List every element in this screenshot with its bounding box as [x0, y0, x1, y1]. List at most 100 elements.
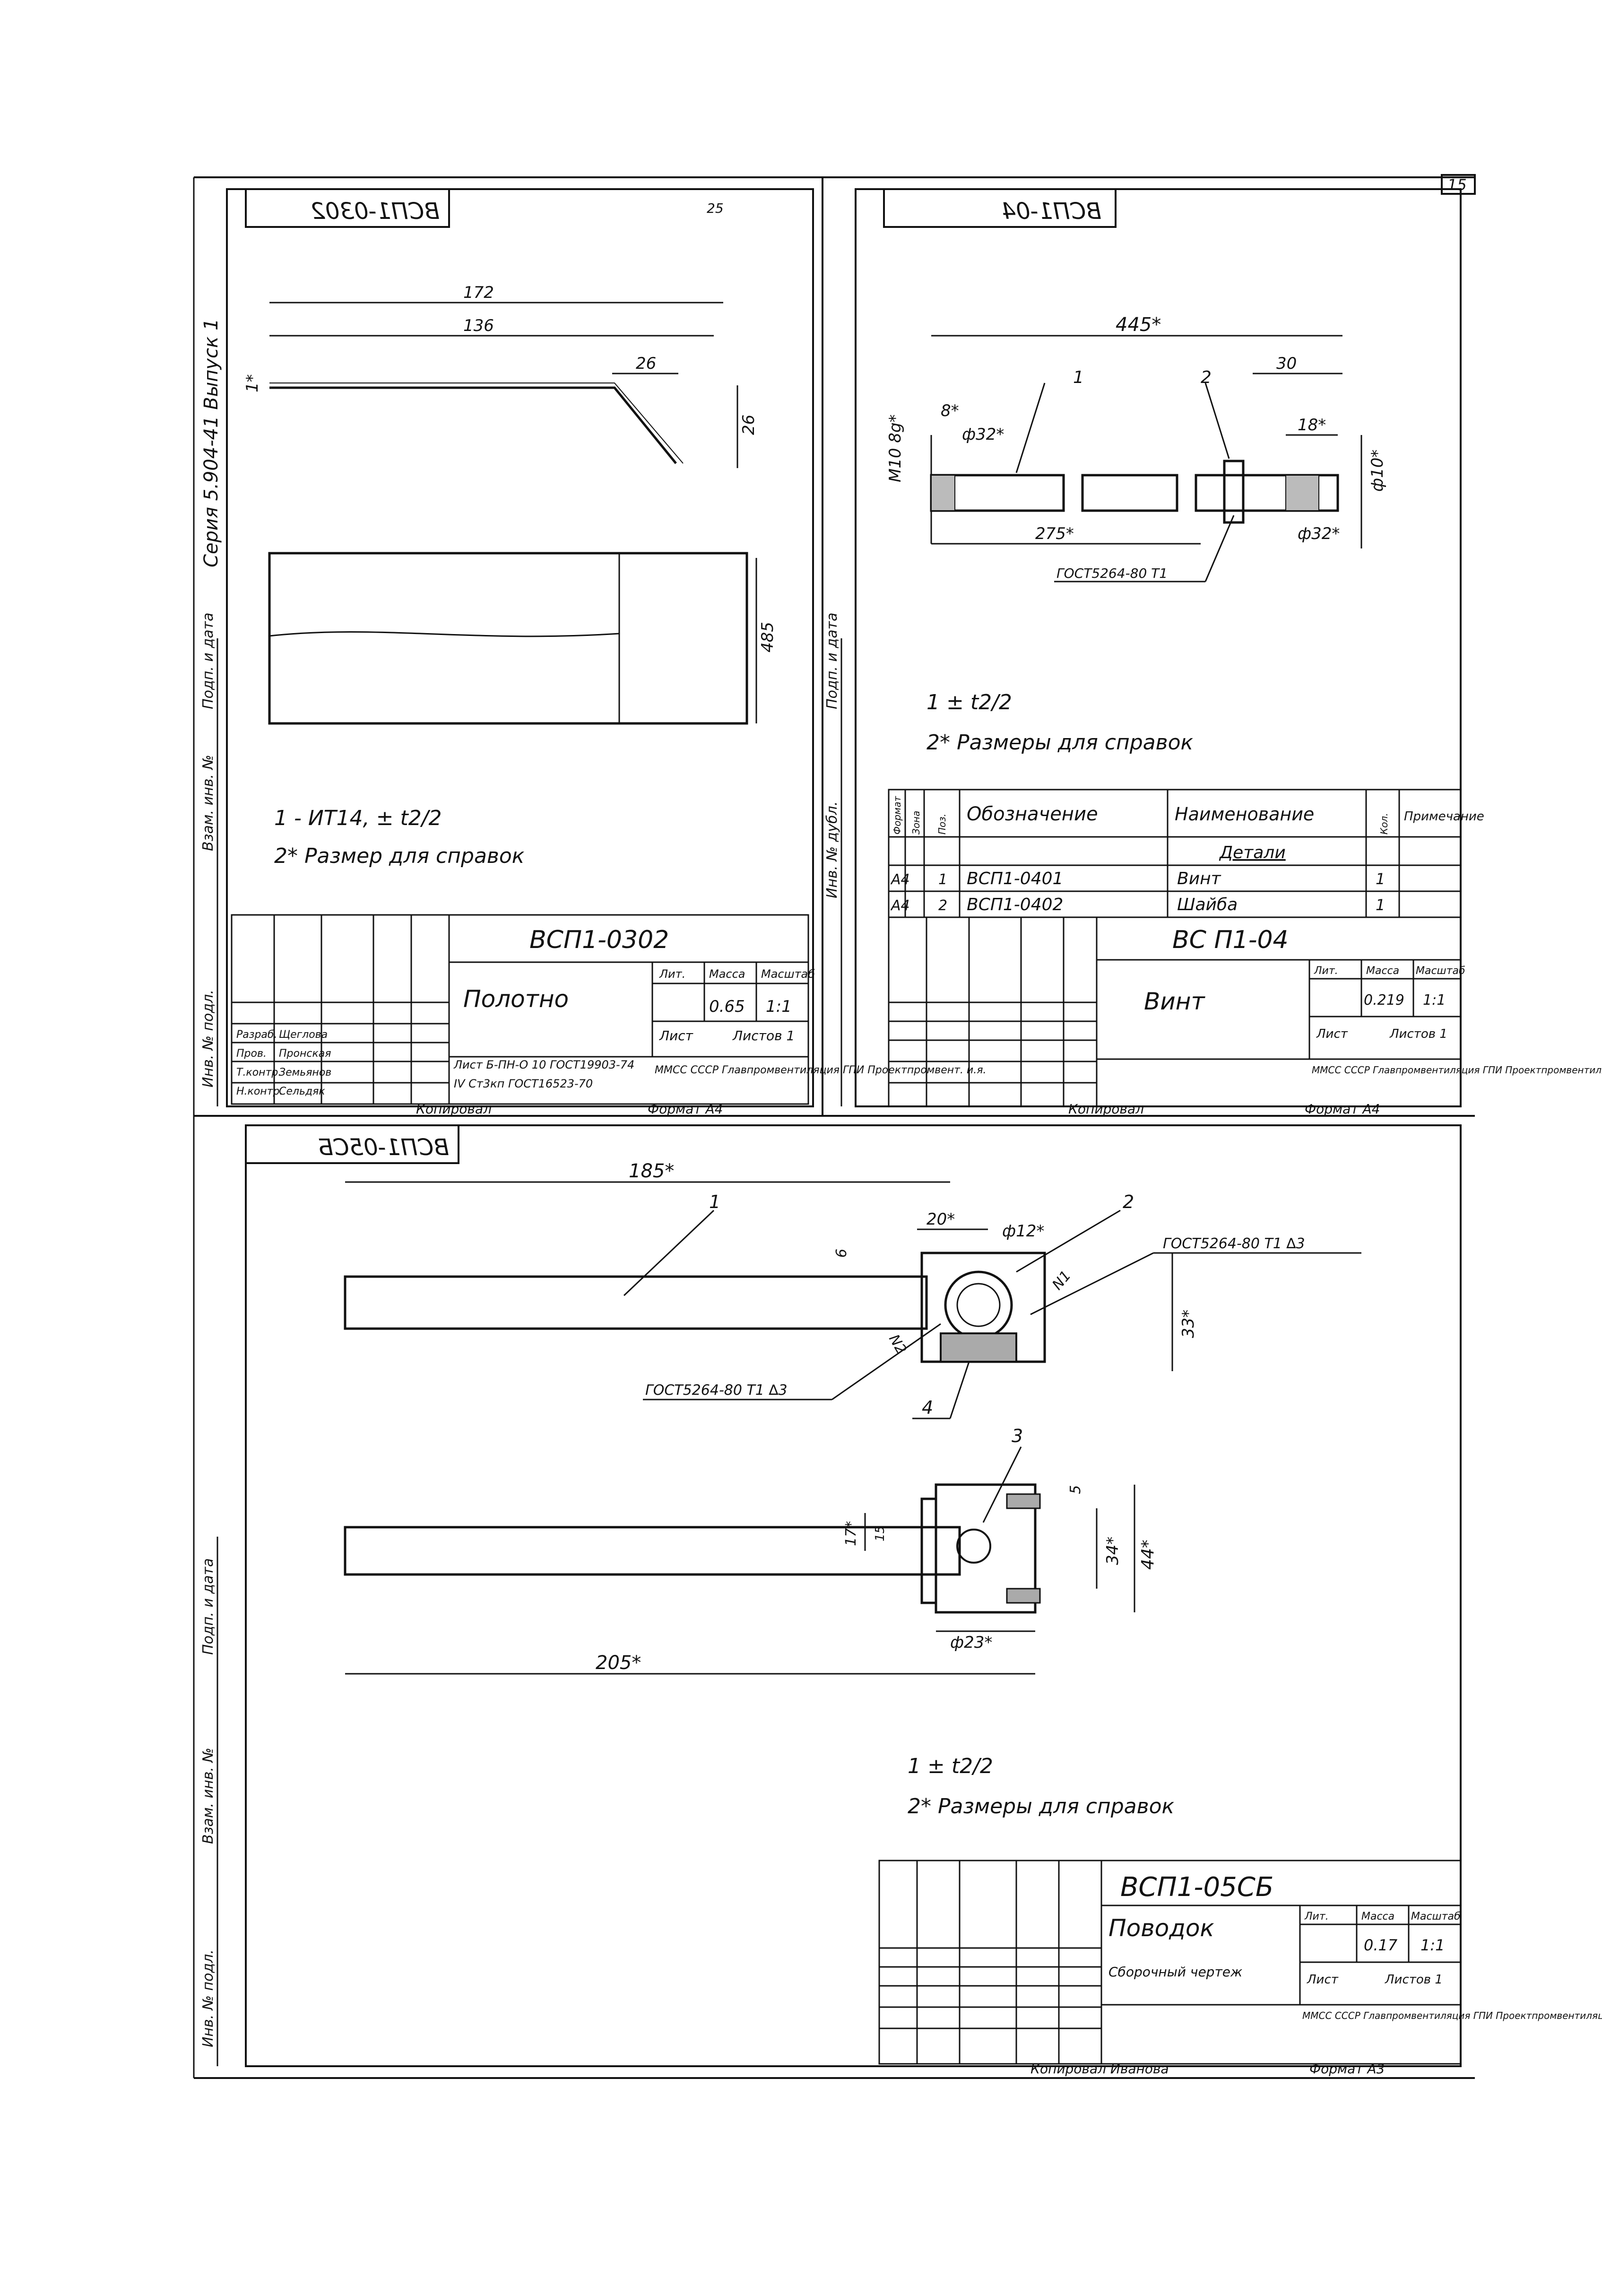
person-4-role: Н.контр. — [236, 1086, 283, 1097]
page-number: 15 — [1447, 176, 1467, 194]
mirrored-code-2: ВСП1-04 — [1002, 198, 1101, 225]
dim-30: 30 — [1276, 354, 1297, 373]
sheet-1-frame — [226, 188, 814, 1107]
pos-1-label-s3: 1 — [709, 1191, 720, 1212]
leader-pos-1 — [1015, 383, 1046, 473]
nut-hatch — [940, 1332, 1017, 1363]
spec-head-format: Формат — [892, 796, 903, 835]
spec-head-note: Примечание — [1404, 809, 1484, 824]
spec-row-2-qty: 1 — [1376, 896, 1385, 914]
pos-3-label-s3: 3 — [1012, 1426, 1023, 1446]
spec-row-1-name: Винт — [1177, 869, 1221, 888]
pos-2-label-s3: 2 — [1123, 1191, 1134, 1212]
weld-note-2: ГОСТ5264-80 Т1 — [1056, 565, 1168, 581]
lit-header-2: Лит. — [1314, 965, 1338, 977]
person-1-name: Щеглова — [279, 1029, 328, 1041]
copied-3: Копировал Иванова — [1030, 2061, 1169, 2077]
weld-label-n2: N2 — [885, 1332, 909, 1357]
scale-header-1: Масштаб — [761, 967, 815, 981]
series-stamp: Серия 5.904-41 Выпуск 1 — [200, 319, 222, 567]
spec-row-2-pos: 2 — [938, 897, 947, 914]
weld-note-n1: ГОСТ5264-80 Т1 ∆3 — [1163, 1235, 1305, 1252]
mass-header-3: Масса — [1361, 1911, 1394, 1922]
person-2-role: Пров. — [236, 1048, 267, 1060]
spec-head-name: Наименование — [1175, 804, 1314, 825]
margin-label-s3-2: Взам. инв. № — [200, 1748, 216, 1844]
leader-pos-2-s3 — [1016, 1209, 1121, 1273]
sheet-3-frame — [245, 1124, 1462, 2067]
leader-pos-2 — [1204, 383, 1230, 459]
margin-label-5: Инв. № подл. — [200, 990, 216, 1087]
pos-2-label: 2 — [1201, 368, 1212, 387]
scale-header-2: Масштаб — [1416, 965, 1465, 977]
note-1-sheet-2: 1 ± t2/2 — [927, 690, 1012, 714]
bar-side-view — [344, 1526, 961, 1576]
person-2-name: Пронская — [279, 1048, 331, 1060]
mirrored-code-3: ВСП1-05СБ — [318, 1134, 449, 1161]
washer — [1223, 460, 1245, 524]
dim-26b: 26 — [739, 415, 758, 435]
sheets-header-2: Листов 1 — [1389, 1027, 1447, 1041]
sheet-header-1: Лист — [659, 1028, 693, 1044]
lit-header-1: Лит. — [659, 967, 685, 981]
org-2: ММСС СССР Главпромвентиляция ГПИ Проектп… — [1312, 1064, 1602, 1076]
clamp-bore-inner — [956, 1283, 1001, 1327]
title-code-1: ВСП1-0302 — [529, 926, 669, 954]
spec-row-1-code: ВСП1-0401 — [967, 869, 1063, 888]
mass-value-2: 0.219 — [1364, 992, 1404, 1009]
head-hatch — [1285, 475, 1319, 511]
clamp-side-view — [935, 1483, 1037, 1614]
format-3: Формат А3 — [1309, 2061, 1385, 2077]
dim-m10: М10 8g* — [886, 414, 905, 482]
dim-phi10: ф10* — [1368, 450, 1387, 492]
lit-header-3: Лит. — [1304, 1911, 1329, 1922]
pos-4-label-s3: 4 — [922, 1397, 933, 1418]
screw-shaft-2 — [1081, 474, 1178, 512]
sheet-3-drawing: ВСП1-05СБ — [245, 1124, 1602, 2077]
format-1: Формат А4 — [648, 1101, 723, 1117]
note-2-sheet-1: 2* Размер для справок — [274, 844, 525, 868]
leader-weld-n1 — [1030, 1252, 1154, 1315]
clip-hatch-top — [1006, 1493, 1041, 1509]
dim-185: 185* — [629, 1160, 674, 1182]
person-4-name: Сельдяк — [279, 1086, 325, 1097]
part-side-view — [269, 386, 677, 464]
copied-2: Копировал — [1068, 1101, 1144, 1117]
leader-weld — [1204, 515, 1235, 582]
dim-445: 445* — [1116, 314, 1161, 336]
dim-phi32b: ф32* — [1298, 524, 1340, 543]
thread-hatch — [931, 475, 955, 511]
side-bore — [956, 1529, 991, 1564]
mass-value-3: 0.17 — [1364, 1936, 1398, 1954]
spec-head-zone: Зона — [910, 811, 922, 835]
spec-row-2-name: Шайба — [1177, 895, 1238, 914]
part-break-line — [269, 631, 620, 637]
copied-1: Копировал — [416, 1101, 492, 1117]
org-3: ММСС СССР Главпромвентиляция ГПИ Проектп… — [1302, 2010, 1602, 2021]
dim-18: 18* — [1298, 416, 1326, 435]
person-3-role: Т.контр. — [236, 1067, 281, 1078]
clamp-bore — [944, 1270, 1013, 1339]
margin-label-s3-1: Подп. и дата — [200, 1558, 216, 1655]
subtitle-3: Сборочный чертеж — [1108, 1964, 1242, 1980]
leader-pos-3 — [982, 1446, 1022, 1523]
mirrored-code-1: ВСП1-0302 — [311, 198, 440, 225]
dim-20: 20* — [927, 1210, 955, 1229]
corner-note-1: 25 — [707, 200, 724, 216]
note-1-sheet-3: 1 ± t2/2 — [908, 1754, 993, 1778]
spec-row-2-code: ВСП1-0402 — [967, 895, 1063, 914]
dim-5: 5 — [1067, 1485, 1084, 1494]
scale-value-3: 1:1 — [1420, 1936, 1445, 1954]
mirrored-code-box-3 — [245, 1124, 459, 1164]
sheet-header-2: Лист — [1316, 1027, 1348, 1041]
dim-205: 205* — [596, 1652, 641, 1674]
clip-hatch-bottom — [1006, 1588, 1041, 1604]
mirrored-code-box-1 — [245, 188, 450, 228]
note-2-sheet-2: 2* Размеры для справок — [927, 731, 1193, 755]
spec-table — [888, 789, 1462, 918]
dim-phi12: ф12* — [1002, 1222, 1044, 1241]
pos-1-label: 1 — [1073, 368, 1084, 387]
leader-pos-4 — [949, 1361, 970, 1419]
screw-shaft-3 — [1195, 474, 1339, 512]
material-1b: IV Ст3кп ГОСТ16523-70 — [454, 1077, 593, 1090]
